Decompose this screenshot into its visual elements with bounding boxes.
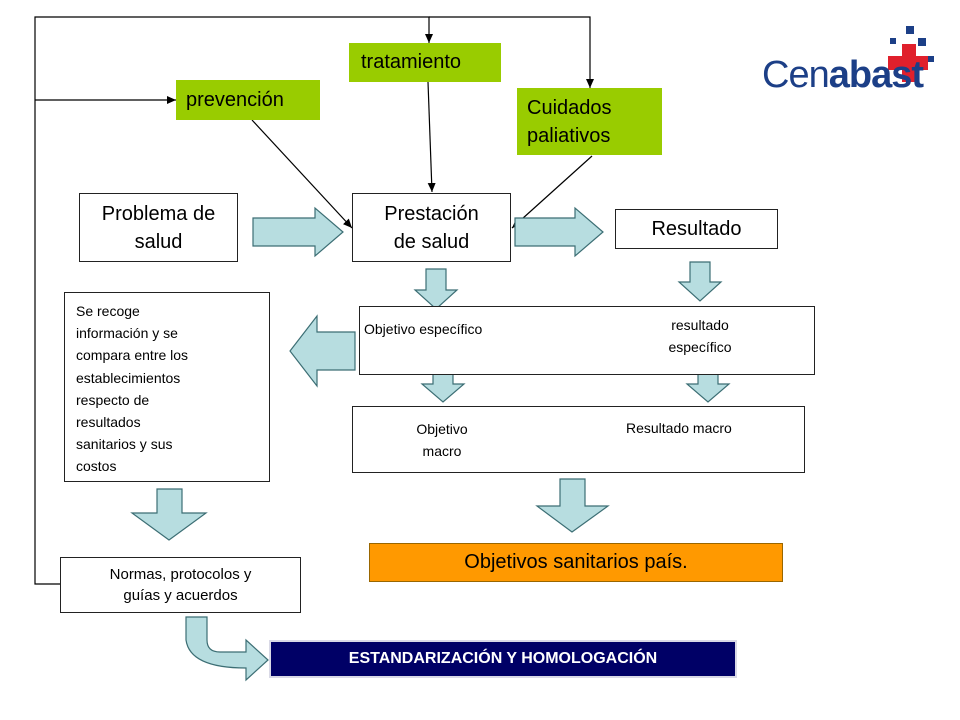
estandarizacion-label: ESTANDARIZACIÓN Y HOMOLOGACIÓN — [348, 650, 658, 667]
resultado-especifico-line-2: específico — [668, 339, 732, 355]
objetivo-macro-box — [352, 406, 805, 473]
objetivo-macro-line-2: macro — [422, 443, 462, 459]
comparacion-line: establecimientos — [76, 369, 181, 386]
prevencion-box: prevención — [176, 80, 320, 120]
feedback-to-cuidados-line — [429, 16, 594, 88]
prestacion-line-2: de salud — [393, 230, 470, 253]
cuidados-paliativos-box: Cuidados paliativos — [517, 88, 662, 155]
cenabast-logo-icon — [888, 26, 934, 82]
comparacion-line: compara entre los — [76, 347, 189, 364]
tratamiento-label: tratamiento — [361, 51, 462, 73]
arrow-prestacion-down — [413, 268, 459, 310]
comparacion-line: costos — [76, 458, 117, 475]
normas-box: Normas, protocolos y guías y acuerdos — [60, 557, 301, 613]
objetivo-especifico-box — [359, 306, 815, 375]
prestacion-line-1: Prestación — [384, 202, 479, 225]
comparacion-line: información y se — [76, 325, 178, 342]
objetivo-macro-label: Objetivo macro — [400, 418, 484, 462]
cenabast-logo-text: Cenabast — [762, 54, 924, 96]
cuidados-line-1: Cuidados — [527, 96, 612, 119]
problema-line-1: Problema de — [101, 202, 216, 225]
arrow-macro-down — [535, 478, 610, 533]
resultado-box: Resultado — [615, 209, 778, 249]
resultado-especifico-label: resultado específico — [648, 314, 752, 358]
arrow-resultado-down — [677, 261, 723, 302]
cuidados-line-2: paliativos — [527, 124, 611, 147]
resultado-macro-label: Resultado macro — [626, 420, 732, 436]
objetivos-sanitarios-pais-box: Objetivos sanitarios país. — [369, 543, 783, 582]
arrow-comparacion-down — [130, 488, 208, 541]
comparacion-box: Se recoge información y se compara entre… — [64, 292, 270, 482]
arrow-problema-to-prestacion — [252, 206, 344, 258]
tratamiento-box: tratamiento — [349, 43, 501, 82]
comparacion-line: sanitarios y sus — [76, 436, 173, 453]
objetivo-macro-line-1: Objetivo — [416, 421, 468, 437]
resultado-label: Resultado — [651, 217, 742, 240]
tratamiento-to-prestacion-line — [427, 81, 436, 193]
comparacion-line: Se recoge — [76, 303, 140, 319]
prevencion-to-prestacion-line — [251, 119, 353, 229]
comparacion-text: Se recoge información y se compara entre… — [76, 300, 188, 478]
prevencion-label: prevención — [186, 88, 284, 111]
estandarizacion-box: ESTANDARIZACIÓN Y HOMOLOGACIÓN — [269, 640, 737, 678]
arrow-especifico-left — [289, 314, 356, 388]
logo-part-2: abast — [828, 54, 924, 96]
comparacion-line: respecto de — [76, 391, 150, 408]
objetivos-sanitarios-pais-label: Objetivos sanitarios país. — [464, 551, 688, 573]
normas-line-2: guías y acuerdos — [123, 587, 238, 604]
prestacion-de-salud-box: Prestación de salud — [352, 193, 511, 262]
problema-line-2: salud — [134, 230, 183, 253]
feedback-line — [34, 16, 433, 585]
normas-line-1: Normas, protocolos y — [109, 566, 252, 583]
resultado-especifico-line-1: resultado — [671, 317, 729, 333]
logo-part-1: Cen — [762, 54, 830, 96]
objetivo-especifico-label: Objetivo específico — [364, 321, 483, 337]
problema-de-salud-box: Problema de salud — [79, 193, 238, 262]
arrow-normas-to-estandarizacion — [185, 616, 269, 682]
arrow-prestacion-to-resultado — [514, 206, 604, 258]
comparacion-line: resultados — [76, 414, 141, 431]
cuidados-to-prestacion-line — [511, 155, 593, 229]
